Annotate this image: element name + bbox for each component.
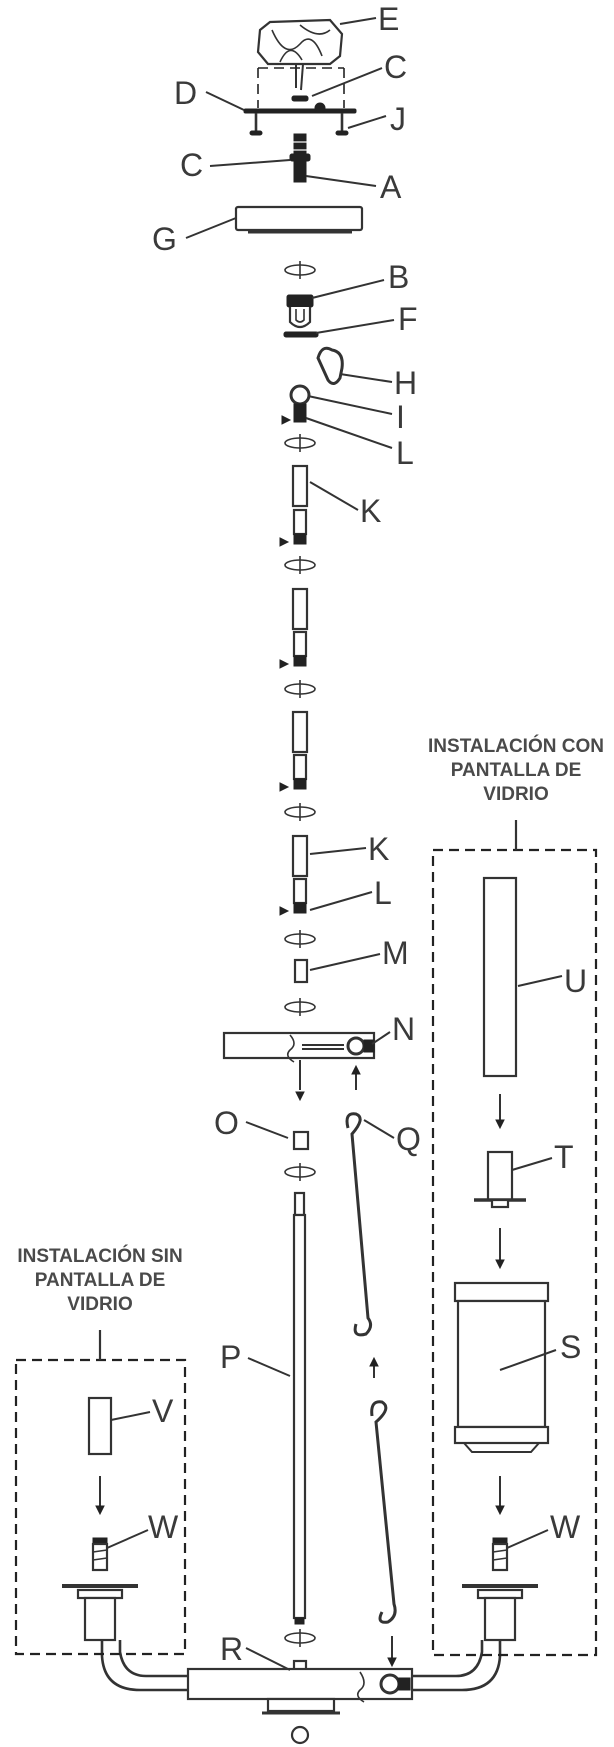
washer-ring <box>284 998 316 1016</box>
label-g: G <box>152 221 177 257</box>
washer-ring <box>284 930 316 948</box>
glass-tube-u <box>482 876 518 1078</box>
canopy-g <box>234 205 364 234</box>
caption-without-glass: INSTALACIÓN SIN PANTALLA DE VIDRIO <box>17 1245 182 1315</box>
with-glass-box <box>431 820 598 1657</box>
coupling-l <box>279 508 308 547</box>
coupling-l <box>279 753 308 792</box>
arrow-t-s <box>495 1228 505 1270</box>
label-s: S <box>560 1329 581 1365</box>
glass-shade-s <box>453 1281 550 1453</box>
caption-without-glass-line-2: PANTALLA DE <box>35 1270 166 1291</box>
label-e: E <box>378 1 399 37</box>
caption-with-glass-line-2: PANTALLA DE <box>451 760 582 781</box>
label-v: V <box>152 1393 174 1429</box>
screws-j <box>249 113 349 136</box>
coupling-l <box>279 877 308 916</box>
label-n: N <box>392 1011 415 1047</box>
label-w-left: W <box>148 1509 179 1545</box>
ring-f <box>283 331 319 338</box>
washer-ring <box>284 1629 316 1647</box>
label-a: A <box>380 169 402 205</box>
part-labels: E C D J C A G B F H I L K K L M N O Q P … <box>148 1 587 1667</box>
stem-rod-stack <box>279 464 309 916</box>
collar-b <box>286 294 314 329</box>
label-i: I <box>396 399 405 435</box>
label-l-bottom: L <box>374 875 392 911</box>
coupling-l <box>279 630 308 669</box>
arrow-s-w <box>495 1476 505 1516</box>
label-q: Q <box>396 1121 421 1157</box>
washer-ring <box>284 434 316 452</box>
nut-c-top <box>291 95 309 102</box>
caption-with-glass-line-1: INSTALACIÓN CON <box>428 735 604 757</box>
stem-rod-k <box>291 587 309 631</box>
holder-t <box>474 1150 526 1209</box>
leader-lines <box>106 17 563 1671</box>
washer-ring <box>284 261 316 279</box>
label-b: B <box>388 259 409 295</box>
socket-sleeve-v <box>87 1396 113 1456</box>
stem-rod-k <box>291 834 309 878</box>
arrow-v-w <box>95 1476 105 1516</box>
caption-with-glass-line-3: VIDRIO <box>483 784 548 805</box>
stem-rod-k <box>291 710 309 754</box>
label-p: P <box>220 1339 241 1375</box>
label-k-bottom: K <box>368 831 389 867</box>
label-l-top: L <box>396 435 414 471</box>
spacer-m <box>293 958 309 984</box>
label-u: U <box>564 963 587 999</box>
label-c-top: C <box>384 49 407 85</box>
bottom-body <box>100 1640 502 1745</box>
label-m: M <box>382 935 409 971</box>
hub-n <box>222 1031 376 1102</box>
crossbar-d <box>243 102 357 114</box>
label-r: R <box>220 1631 243 1667</box>
mounting-dashed-outline <box>257 67 345 108</box>
arrow-u-t <box>495 1094 505 1130</box>
label-o: O <box>214 1105 239 1141</box>
washer-ring <box>284 803 316 821</box>
loop-i <box>281 384 311 425</box>
stem-rod-k <box>291 464 309 508</box>
label-j: J <box>390 101 406 137</box>
socket-w-left <box>62 1537 138 1642</box>
label-f: F <box>398 301 418 337</box>
chain-links-q <box>345 1064 397 1668</box>
label-w-right: W <box>550 1509 581 1545</box>
label-t: T <box>554 1139 574 1175</box>
spacer-o <box>292 1130 310 1151</box>
washer-ring <box>284 556 316 574</box>
washers <box>284 261 316 1647</box>
without-glass-box <box>14 1330 187 1656</box>
label-k-top: K <box>360 493 381 529</box>
washer-ring <box>284 680 316 698</box>
caption-with-glass: INSTALACIÓN CON PANTALLA DE VIDRIO <box>428 735 604 805</box>
long-rod-p <box>292 1191 307 1625</box>
junction-box-e <box>256 18 344 91</box>
caption-without-glass-line-3: VIDRIO <box>67 1294 132 1315</box>
label-d: D <box>174 75 197 111</box>
label-c-mid: C <box>180 147 203 183</box>
washer-ring <box>284 1163 316 1181</box>
socket-w-right <box>462 1537 538 1642</box>
threaded-nipple-a <box>289 133 311 183</box>
label-h: H <box>394 365 417 401</box>
caption-without-glass-line-1: INSTALACIÓN SIN <box>17 1245 182 1267</box>
loop-h <box>316 346 344 385</box>
